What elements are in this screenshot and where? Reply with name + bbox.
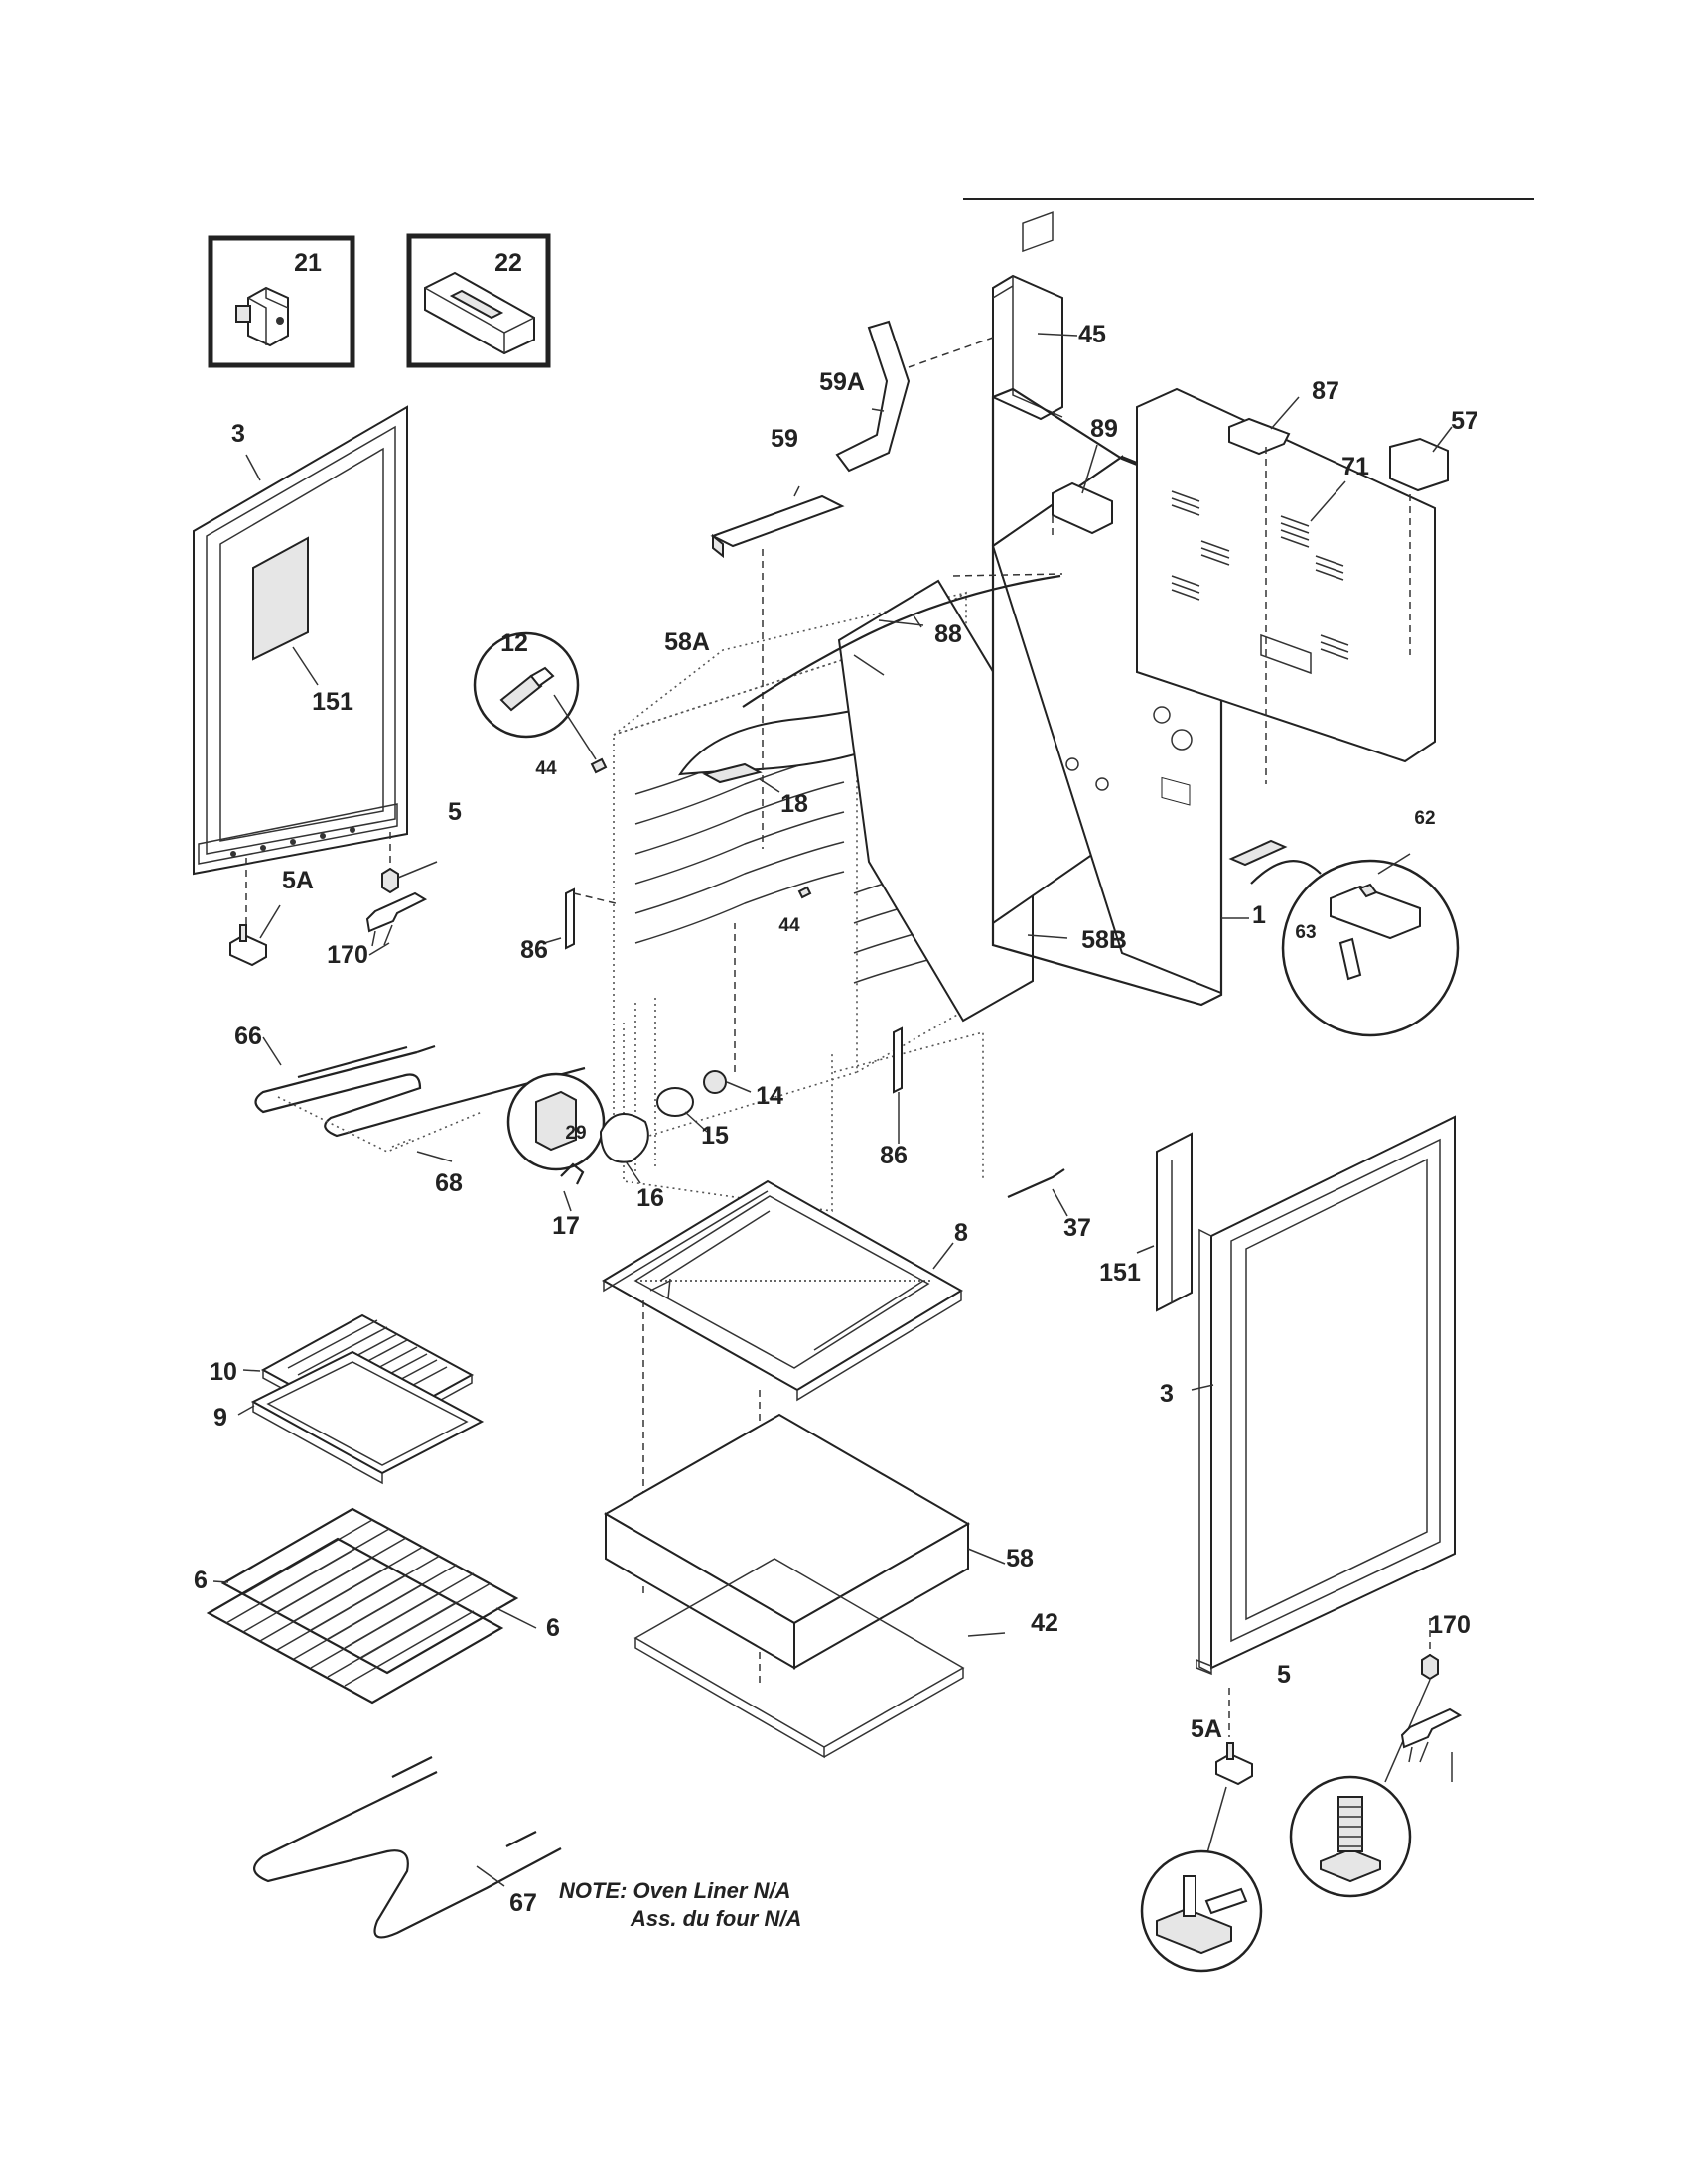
- label-87: 87: [1312, 377, 1339, 405]
- bake-element-67: [253, 1756, 562, 1939]
- label-16: 16: [636, 1184, 664, 1212]
- label-5A-left: 5A: [282, 867, 314, 894]
- broil-element-66: [254, 1036, 586, 1138]
- label-18: 18: [780, 790, 808, 818]
- label-45: 45: [1078, 321, 1106, 348]
- leg-bracket-5A-right: [1205, 1742, 1253, 1857]
- label-17: 17: [552, 1212, 580, 1240]
- label-3-right: 3: [1160, 1380, 1174, 1408]
- plate-87: [1228, 396, 1300, 456]
- label-67: 67: [509, 1889, 537, 1917]
- cover-57: [1389, 426, 1453, 492]
- bracket-151-right: [1136, 1132, 1193, 1312]
- side-insulation-58B: [837, 579, 1034, 1023]
- label-89: 89: [1090, 415, 1118, 443]
- right-side-panel: [1191, 1115, 1456, 1676]
- label-37: 37: [1063, 1214, 1091, 1242]
- part-21-inset: [208, 235, 355, 368]
- note-line-2: Ass. du four N/A: [630, 1906, 801, 1931]
- leveling-leg-5-left: [381, 861, 438, 894]
- label-58B: 58B: [1081, 926, 1127, 954]
- wire-37: [1007, 1168, 1068, 1217]
- label-1: 1: [1252, 901, 1266, 929]
- label-57: 57: [1451, 407, 1478, 435]
- bottom-tray-42: [633, 1558, 1006, 1759]
- label-22: 22: [494, 249, 522, 277]
- label-8: 8: [954, 1219, 968, 1247]
- label-42: 42: [1031, 1609, 1058, 1637]
- label-15: 15: [701, 1122, 729, 1150]
- anti-tip-bracket-170-left: [365, 891, 428, 956]
- label-151-right: 151: [1099, 1259, 1141, 1287]
- light-assembly-29: [506, 1072, 606, 1171]
- label-86-left: 86: [520, 936, 548, 964]
- part-5A-detail: [1140, 1849, 1263, 1973]
- wire-harness-88: [742, 574, 1061, 708]
- label-3-left: 3: [231, 420, 245, 448]
- vent-box-45: [992, 274, 1078, 421]
- label-5-left: 5: [448, 798, 462, 826]
- label-14: 14: [756, 1082, 783, 1110]
- label-170-right: 170: [1429, 1611, 1471, 1639]
- leg-bracket-5A-left: [229, 904, 281, 967]
- note-line-1: NOTE: Oven Liner N/A: [559, 1878, 790, 1903]
- label-62: 62: [1414, 808, 1435, 829]
- clip-17: [560, 1162, 585, 1212]
- label-44-upper: 44: [535, 758, 557, 779]
- oven-rack-6-upper: [212, 1507, 519, 1675]
- wire-68: [277, 1096, 483, 1162]
- label-9: 9: [213, 1404, 227, 1432]
- light-socket-14: [703, 1070, 752, 1094]
- part-62-detail: [1228, 839, 1460, 1037]
- bracket-86-right: [893, 1026, 903, 1144]
- label-12: 12: [500, 629, 528, 657]
- label-58: 58: [1006, 1545, 1034, 1572]
- label-59: 59: [771, 425, 798, 453]
- label-6-upper: 6: [194, 1567, 208, 1594]
- label-170-left: 170: [327, 941, 368, 969]
- label-88: 88: [934, 620, 962, 648]
- label-58A: 58A: [664, 628, 710, 656]
- part-22-inset: [406, 233, 551, 368]
- part-12-detail: [473, 631, 597, 760]
- label-59A: 59A: [819, 368, 865, 396]
- label-5A-right: 5A: [1191, 1715, 1222, 1743]
- label-21: 21: [294, 249, 322, 277]
- label-5-right: 5: [1277, 1661, 1291, 1689]
- bracket-89: [1052, 444, 1113, 535]
- label-6-lower: 6: [546, 1614, 560, 1642]
- bottom-insulation-58: [603, 1413, 1006, 1670]
- label-63: 63: [1295, 922, 1316, 943]
- oven-rack-6-lower: [206, 1537, 537, 1705]
- label-71: 71: [1341, 453, 1369, 480]
- label-68: 68: [435, 1169, 463, 1197]
- oven-bottom-8: [602, 1179, 963, 1402]
- label-66: 66: [234, 1023, 262, 1050]
- label-86-right: 86: [880, 1142, 908, 1169]
- bulb-15: [656, 1087, 708, 1133]
- anti-tip-bracket-170-right: [1400, 1707, 1463, 1782]
- vent-duct-59A: [835, 320, 911, 473]
- lens-16: [599, 1113, 649, 1184]
- vent-duct-59: [710, 485, 845, 559]
- label-10: 10: [210, 1358, 237, 1386]
- broil-pan-9: [237, 1350, 485, 1485]
- bracket-86-left: [543, 887, 575, 950]
- label-151-left: 151: [312, 688, 353, 716]
- left-side-panel: [193, 405, 408, 876]
- label-29: 29: [565, 1123, 586, 1144]
- part-5-detail: [1289, 1775, 1412, 1898]
- label-44-lower: 44: [778, 915, 800, 936]
- rear-panel-71: [1136, 387, 1436, 806]
